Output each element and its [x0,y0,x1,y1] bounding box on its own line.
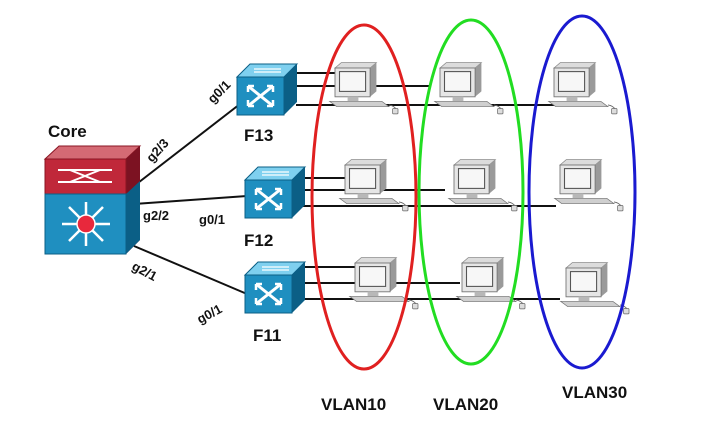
link-core-f13 [133,103,241,187]
pc-vlan30-f12 [554,159,624,212]
f12-uplink-port-label: g0/1 [199,212,225,227]
vlan30-label: VLAN30 [562,383,627,402]
vlan20-label: VLAN20 [433,395,498,414]
vlan10-label: VLAN10 [321,395,386,414]
switch-f12-icon [243,165,307,220]
f11-uplink-port-label: g0/1 [194,301,224,326]
pc-vlan20-f13 [434,62,504,115]
switch-f11-icon [243,260,307,315]
vlan10-ellipse [310,23,418,371]
f13-uplink-port-label: g0/1 [205,77,234,106]
pc-vlan20-f12 [448,159,518,212]
switch-f13-label: F13 [244,126,273,145]
switch-f13-icon [235,62,299,117]
switch-f12-label: F12 [244,231,273,250]
core-port-f12-label: g2/2 [143,208,169,223]
core-port-f11-label: g2/1 [130,258,160,283]
pc-vlan10-f12 [339,159,409,212]
link-core-f11 [133,245,248,295]
core-switch-icon [43,145,142,255]
vlan20-ellipse [417,18,525,366]
core-label: Core [48,122,87,141]
switch-f11-label: F11 [253,326,281,345]
link-core-f12 [133,195,248,205]
pc-vlan10-f13 [329,62,399,115]
access-links [296,72,560,300]
pc-vlan30-f13 [548,62,618,115]
pc-vlan30-f11 [560,262,630,315]
vlan30-ellipse [527,14,637,370]
